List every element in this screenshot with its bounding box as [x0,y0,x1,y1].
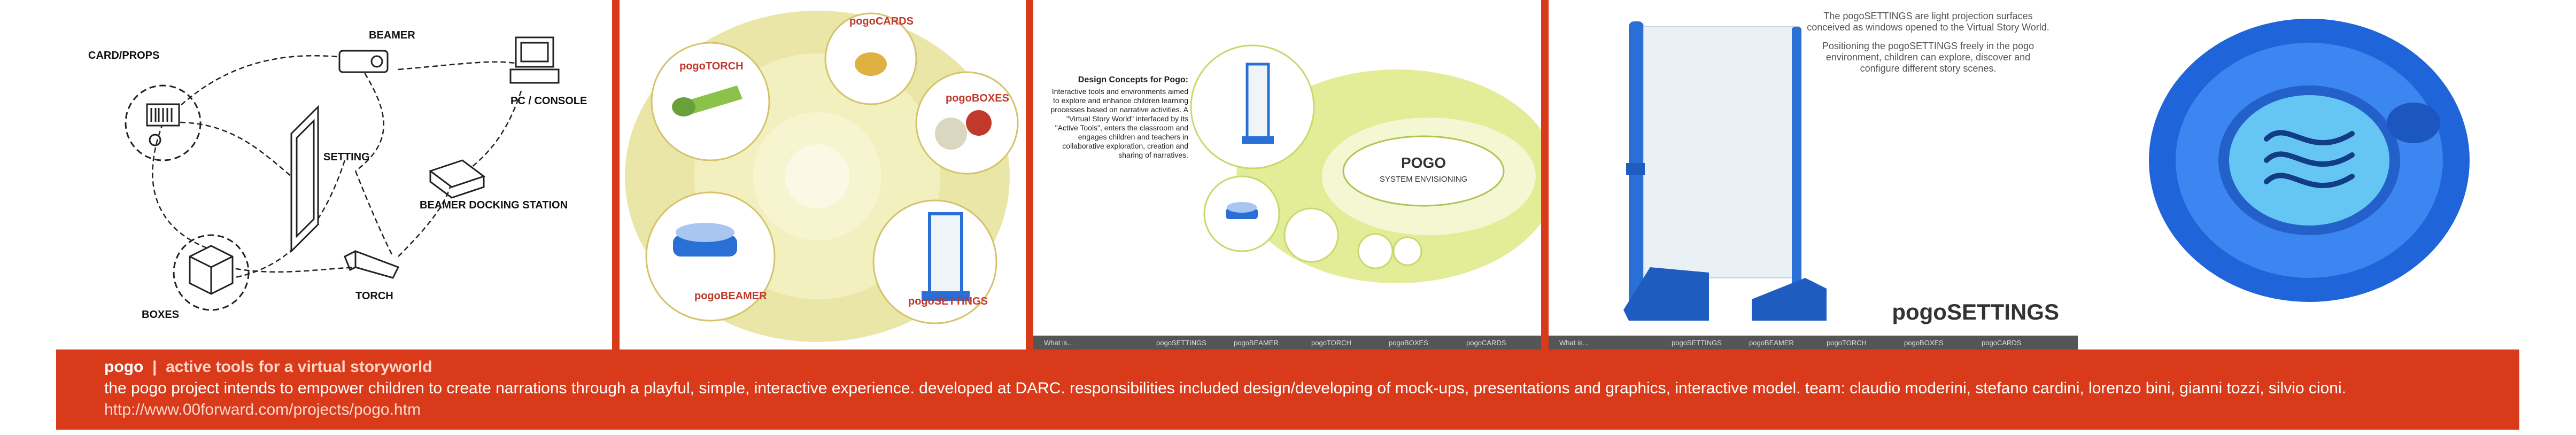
project-tagline: active tools for a virtual storyworld [166,358,432,376]
tools-diagram-panel: pogoCARDS pogoTORCH pogoBOXES pogoBEAMER… [620,0,1026,349]
project-name: pogo [104,358,144,376]
title-separator: | [152,358,157,376]
envisioning-slide-panel: POGO SYSTEM ENVISIONING Design Concepts … [1033,0,1541,349]
label-torch: TORCH [355,290,393,302]
nav-item-pogobeamer[interactable]: pogoBEAMER [1234,339,1279,347]
nav-item-what-is[interactable]: What is... [1559,339,1588,347]
nav-item-pogoboxes[interactable]: pogoBOXES [1389,339,1428,347]
project-url-link[interactable]: http://www.00forward.com/projects/pogo.h… [104,401,421,418]
label-beamer: BEAMER [369,29,415,41]
caption-band: pogo | active tools for a virtual storyw… [56,349,2519,430]
label-beamer-docking-station: BEAMER DOCKING STATION [420,199,568,211]
panel-border-mid [1026,0,1033,349]
label-boxes: BOXES [142,309,179,321]
label-pogotorch: pogoTORCH [679,60,744,72]
panel-border-right [1541,0,1549,349]
settings-description-2: Positioning the pogoSETTINGS freely in t… [1822,41,2035,74]
nav-item-pogosettings[interactable]: pogoSETTINGS [1672,339,1722,347]
project-description: the pogo project intends to empower chil… [104,379,2346,397]
nav-item-pogoboxes[interactable]: pogoBOXES [1904,339,1944,347]
settings-description-1: The pogoSETTINGS are light projection su… [1807,11,2049,33]
nav-item-pogotorch[interactable]: pogoTORCH [1827,339,1867,347]
label-pogoboxes: pogoBOXES [946,92,1009,104]
design-concepts-body: Interactive tools and environments aimed… [1050,87,1188,159]
pogo-badge-title: POGO [1401,154,1446,171]
design-concepts-heading: Design Concepts for Pogo: [1078,75,1188,84]
nav-item-pogocards[interactable]: pogoCARDS [1466,339,1506,347]
nav-item-pogosettings[interactable]: pogoSETTINGS [1156,339,1206,347]
label-setting: SETTING [323,151,370,163]
pogo-badge-subtitle: SYSTEM ENVISIONING [1380,175,1467,184]
system-sketch-panel: CARD/PROPS BEAMER PC / CONSOLE SETTING B… [56,0,612,349]
panel-border-left [612,0,620,349]
pogo-disc-render [2133,0,2475,349]
caption-title-line: pogo | active tools for a virtual storyw… [104,358,432,376]
label-pogobeamer: pogoBEAMER [694,290,767,302]
nav-item-pogocards[interactable]: pogoCARDS [1982,339,2022,347]
label-pogocards: pogoCARDS [849,15,914,27]
nav-item-pogobeamer[interactable]: pogoBEAMER [1749,339,1794,347]
label-card-props: CARD/PROPS [88,50,159,61]
nav-item-pogotorch[interactable]: pogoTORCH [1311,339,1351,347]
pogosettings-title: pogoSETTINGS [1892,299,2059,324]
nav-item-what-is[interactable]: What is... [1044,339,1073,347]
pogosettings-slide-panel: The pogoSETTINGS are light projection su… [1549,0,2078,349]
label-pogosettings: pogoSETTINGS [908,296,988,307]
label-pc-console: PC / CONSOLE [510,95,587,107]
